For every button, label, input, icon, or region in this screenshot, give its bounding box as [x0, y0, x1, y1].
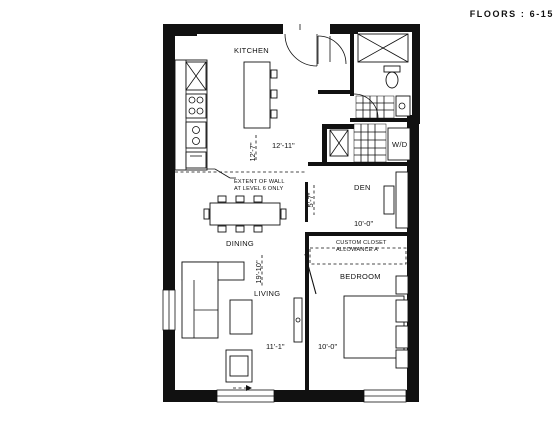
- room-label-bedroom: BEDROOM: [340, 272, 381, 281]
- utility-box: [329, 129, 349, 157]
- dimension-labels: 12'-7" 12'-11" 5'-7" 10'-0" 19'-10" 11'-…: [248, 141, 373, 351]
- living-sofa: [181, 261, 245, 339]
- kitchen-counters: [174, 59, 208, 171]
- note-closet-line2: ALLOWANCE A: [336, 247, 378, 253]
- note-closet-line1: CUSTOM CLOSET: [336, 240, 387, 246]
- entry-door: [284, 24, 318, 67]
- coffee-table: [229, 299, 253, 335]
- dim-kitchen-vertical: 12'-7": [248, 142, 257, 161]
- notes: EXTENT OF WALL AT LEVEL 6 ONLY CUSTOM CL…: [234, 179, 387, 253]
- dim-den-vertical: 5'-7": [306, 192, 315, 207]
- room-label-den: DEN: [354, 183, 371, 192]
- dim-bedroom-horizontal: 10'-0": [318, 342, 337, 351]
- bathroom: [317, 33, 411, 163]
- room-label-dining: DINING: [226, 239, 254, 248]
- tv-unit: [293, 297, 303, 343]
- dimension-lines: [233, 135, 315, 391]
- dim-living-vertical: 19'-10": [254, 260, 263, 284]
- bedroom-door: [304, 253, 317, 295]
- room-label-wd: W/D: [392, 140, 408, 149]
- dim-den-horizontal: 10'-0": [354, 219, 373, 228]
- armchair: [225, 349, 253, 383]
- windows: [162, 34, 407, 403]
- kitchen-island: [243, 61, 278, 129]
- den-desk: [383, 171, 409, 229]
- custom-closet: [309, 247, 407, 265]
- dim-living-horizontal: 11'-1": [266, 342, 285, 351]
- floors-label: FLOORS : 6-15: [469, 9, 554, 19]
- washer-dryer: [387, 127, 411, 161]
- bed: [343, 275, 409, 369]
- dining-table: [203, 195, 287, 233]
- room-label-living: LIVING: [254, 289, 280, 298]
- room-label-kitchen: KITCHEN: [234, 46, 269, 55]
- note-wall-line1: EXTENT OF WALL: [234, 179, 285, 185]
- note-wall-line2: AT LEVEL 6 ONLY: [234, 186, 283, 192]
- room-labels: KITCHEN DINING LIVING DEN BEDROOM W/D: [226, 46, 408, 298]
- dim-kitchen-horizontal: 12'-11": [272, 141, 295, 150]
- interior-walls: [305, 24, 412, 396]
